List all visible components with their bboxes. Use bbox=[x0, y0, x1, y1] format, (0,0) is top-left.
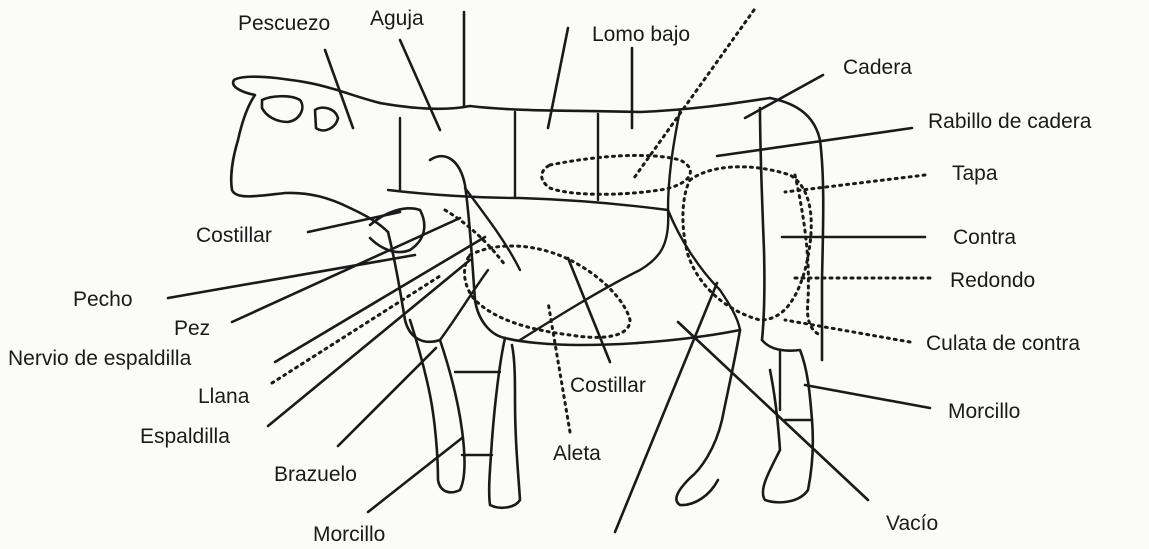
label-espaldilla: Espaldilla bbox=[140, 426, 230, 447]
label-culata-de-contra: Culata de contra bbox=[926, 333, 1080, 354]
label-brazuelo: Brazuelo bbox=[274, 464, 357, 485]
label-cadera: Cadera bbox=[843, 57, 912, 78]
label-nervio-de-espaldilla: Nervio de espaldilla bbox=[8, 348, 191, 369]
label-redondo: Redondo bbox=[950, 270, 1035, 291]
label-aguja: Aguja bbox=[370, 8, 424, 29]
label-llana: Llana bbox=[198, 386, 249, 407]
cut-lines bbox=[388, 110, 812, 455]
label-costillar-superior: Costillar bbox=[196, 225, 272, 246]
label-costillar-inferior: Costillar bbox=[570, 375, 646, 396]
label-morcillo-trasero: Morcillo bbox=[948, 401, 1020, 422]
label-contra: Contra bbox=[953, 227, 1016, 248]
label-pecho: Pecho bbox=[73, 289, 133, 310]
label-vacio: Vacío bbox=[886, 513, 938, 534]
cow-outline bbox=[231, 77, 823, 508]
label-rabillo-de-cadera: Rabillo de cadera bbox=[928, 111, 1091, 132]
label-pescuezo: Pescuezo bbox=[238, 13, 330, 34]
label-lomo-bajo: Lomo bajo bbox=[592, 24, 690, 45]
label-tapa: Tapa bbox=[952, 163, 998, 184]
leader-lines bbox=[168, 10, 930, 532]
label-pez: Pez bbox=[174, 318, 210, 339]
label-morcillo-delantero: Morcillo bbox=[313, 524, 385, 545]
label-aleta: Aleta bbox=[553, 443, 601, 464]
